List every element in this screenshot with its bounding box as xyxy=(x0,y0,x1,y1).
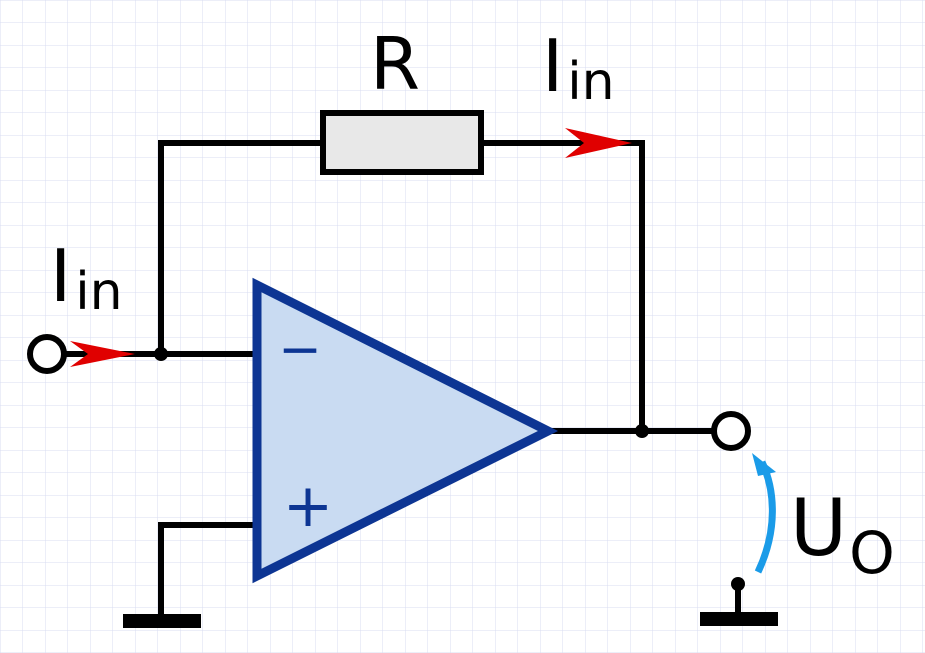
current-symbol: I xyxy=(50,234,72,318)
junction-input xyxy=(154,347,168,361)
current-symbol: I xyxy=(542,24,564,108)
ground-symbol-right xyxy=(700,612,778,626)
resistor-body xyxy=(320,110,484,175)
current-subscript: in xyxy=(567,52,615,112)
junction-output xyxy=(635,424,649,438)
output-voltage-label: UO xyxy=(790,490,895,582)
inverting-input-sign: − xyxy=(278,320,322,380)
current-arrow-input xyxy=(70,341,135,367)
feedback-wire-left xyxy=(158,140,326,357)
current-arrow-feedback xyxy=(565,128,632,158)
current-subscript: in xyxy=(75,262,123,322)
voltage-arrow-head xyxy=(752,453,776,476)
opamp-triangle xyxy=(252,277,559,584)
ground-symbol-left xyxy=(123,614,201,628)
feedback-current-label: Iin xyxy=(542,30,615,108)
ground-wire xyxy=(158,522,258,615)
non-inverting-input-sign: + xyxy=(283,471,333,541)
junction-ground xyxy=(731,577,745,591)
input-terminal xyxy=(27,334,67,374)
feedback-wire-right xyxy=(478,140,645,434)
output-terminal xyxy=(711,411,751,451)
voltage-symbol: U xyxy=(790,484,848,574)
input-current-label: Iin xyxy=(50,240,123,318)
resistor-label: R xyxy=(370,22,421,106)
voltage-subscript: O xyxy=(849,519,895,587)
